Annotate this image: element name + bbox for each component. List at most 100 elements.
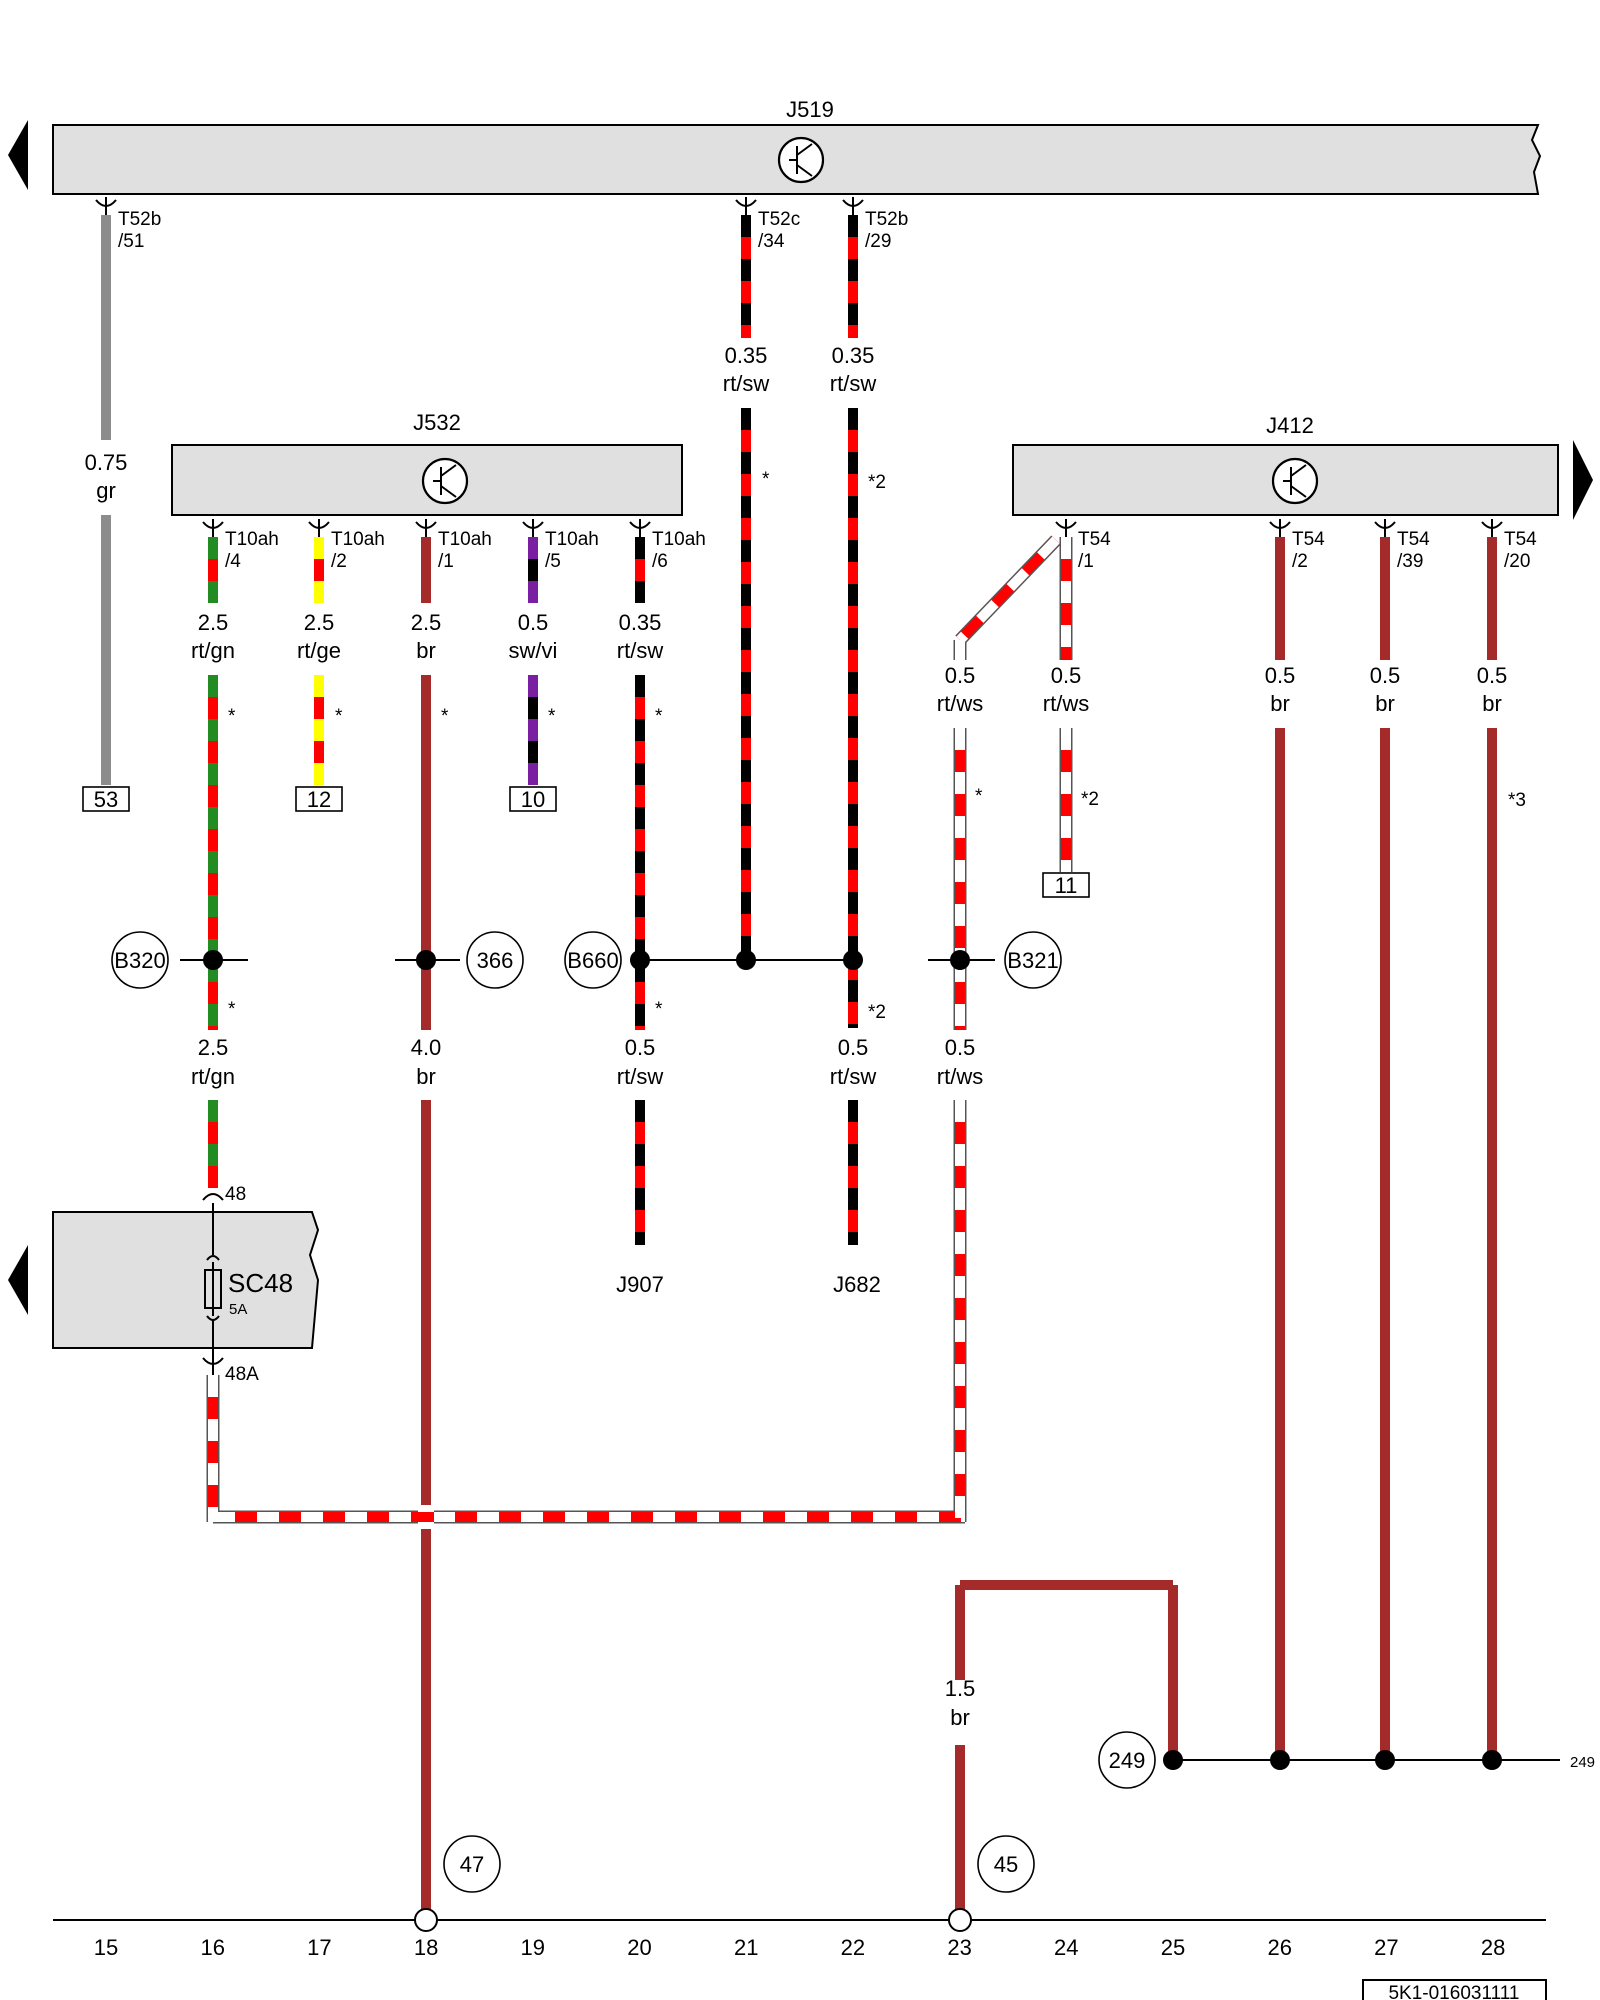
ruler-number: 27 bbox=[1374, 1935, 1398, 1960]
footnote-marker: * bbox=[228, 706, 236, 727]
ruler-number: 16 bbox=[200, 1935, 224, 1960]
wire-color: br bbox=[950, 1705, 970, 1730]
wires bbox=[101, 215, 1497, 1915]
wire-color: sw/vi bbox=[509, 638, 558, 663]
left-arrow-icon bbox=[8, 120, 28, 190]
pin-glyph bbox=[629, 519, 651, 537]
ruler-number: 15 bbox=[94, 1935, 118, 1960]
connector-366: 366 bbox=[477, 948, 514, 973]
left-arrow-icon bbox=[8, 1245, 28, 1315]
footnote-marker: * bbox=[228, 999, 236, 1020]
ruler-number: 25 bbox=[1161, 1935, 1185, 1960]
footnote-marker: * bbox=[548, 706, 556, 727]
wire-size: 0.75 bbox=[85, 450, 128, 475]
pin-glyph bbox=[735, 197, 757, 215]
wire-size: 4.0 bbox=[411, 1035, 442, 1060]
wire-size: 0.5 bbox=[1370, 663, 1401, 688]
wire-color: rt/gn bbox=[191, 1064, 235, 1089]
wire-size: 0.5 bbox=[945, 663, 976, 688]
wire-size: 0.35 bbox=[832, 343, 875, 368]
footer-id: 5K1-016031111 bbox=[1388, 1983, 1519, 2000]
pin-t54-20-line1: T54 bbox=[1504, 529, 1537, 550]
footnote-marker: * bbox=[655, 999, 663, 1020]
ruler-number: 28 bbox=[1481, 1935, 1505, 1960]
transistor-icon-glyph bbox=[433, 464, 457, 498]
wire-size: 0.5 bbox=[1051, 663, 1082, 688]
wire-color: rt/ws bbox=[937, 1064, 983, 1089]
pin-t10ah-4-line1: T10ah bbox=[225, 529, 279, 550]
wire-size: 2.5 bbox=[304, 610, 335, 635]
wire-size: 0.5 bbox=[945, 1035, 976, 1060]
wire-color: rt/sw bbox=[830, 371, 877, 396]
fuse-holder-sc bbox=[8, 1211, 320, 1349]
pin-glyph bbox=[1055, 519, 1077, 537]
pin-t54-2-line2: /2 bbox=[1292, 551, 1308, 572]
pin-t10ah-4-line2: /4 bbox=[225, 551, 241, 572]
control-unit-j412: J412 bbox=[1012, 413, 1593, 520]
connector-b321: B321 bbox=[1007, 948, 1058, 973]
footnote-marker: * bbox=[762, 469, 770, 490]
footnote-marker: *2 bbox=[868, 1002, 886, 1023]
wire-color: rt/ge bbox=[297, 638, 341, 663]
wire-color: br bbox=[1270, 691, 1290, 716]
wire-size: 0.5 bbox=[625, 1035, 656, 1060]
ruler-number: 24 bbox=[1054, 1935, 1078, 1960]
wire-color: rt/sw bbox=[723, 371, 770, 396]
wire-color: br bbox=[1375, 691, 1395, 716]
edge-ref-249: 249 bbox=[1570, 1754, 1595, 1771]
control-unit-j519: J519 bbox=[8, 97, 1542, 195]
splice-node bbox=[203, 950, 223, 970]
j907-label: J907 bbox=[616, 1272, 664, 1297]
wire-size: 2.5 bbox=[198, 610, 229, 635]
pin-t52c-34-line2: /34 bbox=[758, 231, 785, 252]
footnote-marker: * bbox=[655, 706, 663, 727]
wire-size: 2.5 bbox=[198, 1035, 229, 1060]
right-arrow-icon bbox=[1573, 440, 1593, 520]
ruler-number: 20 bbox=[627, 1935, 651, 1960]
wire-size: 0.5 bbox=[838, 1035, 869, 1060]
footnote-marker: * bbox=[975, 786, 983, 807]
splice-node bbox=[736, 950, 756, 970]
wire-labels: 0.75 gr 0.35 rt/sw 0.35 rt/sw 2.5 rt/gn … bbox=[85, 343, 1508, 1730]
pin-glyph bbox=[1374, 519, 1396, 537]
pin-labels: T52b /51 T52c /34 T52b /29 T10ah /4 T10a… bbox=[118, 209, 1537, 572]
wire-color: br bbox=[1482, 691, 1502, 716]
pin-t10ah-2-line2: /2 bbox=[331, 551, 347, 572]
ruler-number: 21 bbox=[734, 1935, 758, 1960]
connector-b660: B660 bbox=[567, 948, 618, 973]
splice-node bbox=[950, 950, 970, 970]
wire-color: rt/gn bbox=[191, 638, 235, 663]
wire-size: 1.5 bbox=[945, 1676, 976, 1701]
connector-45: 45 bbox=[994, 1852, 1018, 1877]
footnote-marker: *2 bbox=[1081, 789, 1099, 810]
wire-size: 0.5 bbox=[1265, 663, 1296, 688]
ground-point bbox=[414, 1908, 438, 1932]
connector-47: 47 bbox=[460, 1852, 484, 1877]
ruler-number: 17 bbox=[307, 1935, 331, 1960]
wire-color: br bbox=[416, 638, 436, 663]
pin-t10ah-2-line1: T10ah bbox=[331, 529, 385, 550]
pin-t54-2-line1: T54 bbox=[1292, 529, 1325, 550]
pin-t52b-29-line2: /29 bbox=[865, 231, 891, 252]
pin-t52b-29-line1: T52b bbox=[865, 209, 908, 230]
footnotes: * *2 * * * * * * *2 *3 * * *2 bbox=[228, 469, 1526, 1023]
ground-point bbox=[948, 1908, 972, 1932]
wire-size: 0.35 bbox=[725, 343, 768, 368]
wire-t54-1-diag bbox=[956, 536, 1060, 644]
fuse-pin-in: 48 bbox=[225, 1184, 246, 1205]
pin-t10ah-1-line1: T10ah bbox=[438, 529, 492, 550]
transistor-icon-glyph bbox=[789, 143, 813, 177]
pin-t10ah-5-line1: T10ah bbox=[545, 529, 599, 550]
ruler-number: 26 bbox=[1267, 1935, 1291, 1960]
pin-t54-20-line2: /20 bbox=[1504, 551, 1530, 572]
wire-size: 0.5 bbox=[518, 610, 549, 635]
ruler-number: 23 bbox=[947, 1935, 971, 1960]
ruler-number: 19 bbox=[521, 1935, 545, 1960]
connector-circles: B320 366 B660 B321 249 47 45 249 bbox=[111, 931, 1595, 1893]
wire-color: rt/ws bbox=[1043, 691, 1089, 716]
ref-box-53: 53 bbox=[94, 787, 118, 812]
splice-lines bbox=[53, 959, 1560, 1921]
pin-glyph bbox=[842, 197, 864, 215]
wire-size: 0.35 bbox=[619, 610, 662, 635]
splice-node bbox=[843, 950, 863, 970]
